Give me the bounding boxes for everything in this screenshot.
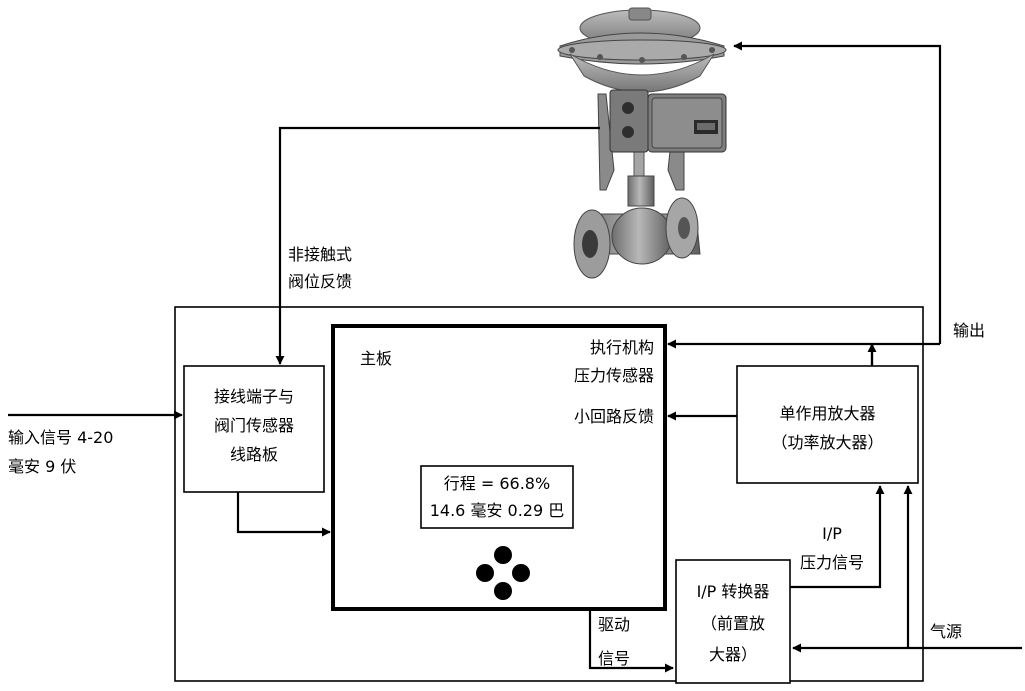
position-feedback-line: [275, 126, 600, 365]
air-supply-label: 气源: [930, 622, 963, 641]
current-pressure-readout: 14.6 毫安 0.29 巴: [429, 501, 565, 520]
output-line: [734, 46, 942, 366]
feedback-label-line2: 阀位反馈: [288, 272, 353, 291]
ip-signal-label-line1: I/P: [822, 524, 842, 543]
actuator-sensor-label-line2: 压力传感器: [573, 366, 654, 385]
ip-converter-label-line3: 大器）: [708, 645, 757, 664]
ip-converter-box: [675, 559, 791, 684]
input-signal-label-line1: 输入信号 4-20: [8, 428, 114, 447]
positioner-housing: [174, 306, 924, 682]
mainboard-label: 主板: [360, 349, 393, 368]
amplifier-label-line2: （功率放大器）: [771, 433, 884, 452]
amplifier-label-line1: 单作用放大器: [779, 404, 876, 423]
drive-signal-label-line1: 驱动: [598, 615, 631, 634]
terminal-board-box: [183, 365, 325, 493]
control-valve-with-positioner-icon: [557, 7, 727, 279]
terminal-board-label-line2: 阀门传感器: [213, 416, 294, 435]
input-signal-label-line2: 毫安 9 伏: [8, 457, 77, 476]
terminal-board-label-line3: 线路板: [229, 445, 278, 464]
actuator-sensor-label-line1: 执行机构: [589, 338, 654, 357]
terminal-to-mainboard-line: [236, 492, 331, 537]
four-dot-pushbutton-icon: [476, 546, 530, 600]
ip-converter-label-line1: I/P 转换器: [696, 582, 770, 601]
ip-converter-label-line2: （前置放: [700, 614, 765, 633]
terminal-board-label-line1: 接线端子与: [213, 387, 294, 406]
ip-signal-label-line2: 压力信号: [799, 553, 864, 572]
travel-readout: 行程 = 66.8%: [443, 474, 551, 493]
output-label: 输出: [953, 321, 986, 340]
drive-signal-line: [588, 609, 674, 673]
readout-box: [420, 465, 574, 529]
feedback-label-line1: 非接触式: [288, 245, 353, 264]
ip-pressure-line: [790, 485, 885, 589]
minor-loop-label: 小回路反馈: [573, 407, 654, 426]
drive-signal-label-line2: 信号: [598, 649, 631, 668]
amplifier-box: [736, 365, 919, 484]
